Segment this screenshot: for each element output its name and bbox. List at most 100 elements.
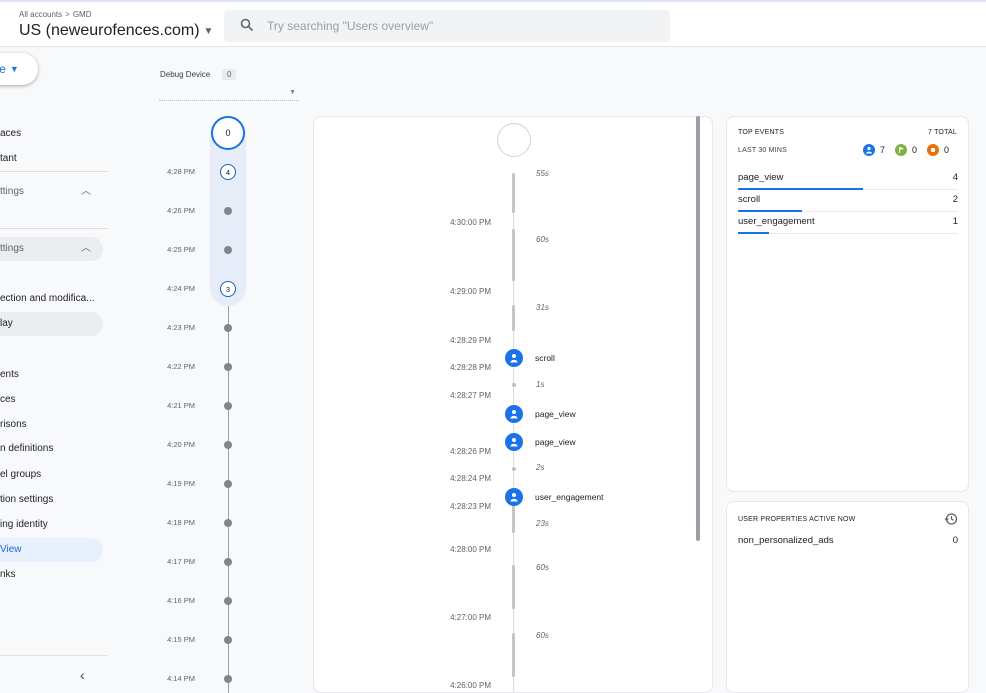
minute-row[interactable]: 4:23 PM [150,321,240,335]
seconds-top-circle[interactable] [497,123,531,157]
minute-dot[interactable] [224,207,232,215]
minute-count-bubble[interactable]: 4 [220,164,236,180]
minute-row[interactable]: 4:22 PM [150,360,240,374]
event-name-label[interactable]: page_view [535,409,576,419]
top-events-period: LAST 30 MINS [738,147,787,154]
minute-dot[interactable] [224,480,232,488]
seconds-duration-label: 55s [536,169,549,178]
event-bubble-icon[interactable] [505,349,523,367]
nav-item-reporting-identity[interactable]: ing identity [0,513,103,537]
top-event-row[interactable]: page_view 4 [738,168,958,190]
minute-row[interactable]: 4:17 PM [150,555,240,569]
minute-dot[interactable] [224,597,232,605]
minute-row[interactable]: 4:25 PM [150,243,240,257]
nav-section-property-settings[interactable]: ttings︿ [0,180,103,204]
minute-row[interactable]: 4:16 PM [150,594,240,608]
minute-dot[interactable] [224,558,232,566]
seconds-stream-scrollbar[interactable] [696,116,700,541]
debug-device-count: 0 [222,69,237,80]
errors-count[interactable]: 0 [926,144,949,156]
chevron-up-icon: ︿ [81,243,91,254]
nav-item-events[interactable]: ents [0,363,103,387]
left-navigation: e ▼ aces tant ttings︿ ttings︿ ection and… [0,47,107,693]
users-count[interactable]: 7 [862,144,885,156]
property-name: US (neweurofences.com) [19,22,200,39]
history-icon[interactable] [944,512,958,531]
nav-item-audiences-2[interactable]: ces [0,388,103,412]
top-event-row[interactable]: scroll 2 [738,190,958,212]
minute-time: 4:18 PM [167,518,195,527]
minute-row[interactable]: 4:14 PM [150,672,240,686]
conversions-count[interactable]: 0 [894,144,917,156]
seconds-time-label: 4:27:00 PM [450,613,491,622]
nav-item-channel-groups[interactable]: el groups [0,463,103,487]
nav-item-product-links[interactable]: nks [0,563,103,587]
seconds-gap-dot [512,467,516,471]
nav-item-label: ces [0,394,16,405]
minute-row[interactable]: 4:20 PM [150,438,240,452]
seconds-duration-label: 1s [536,380,545,389]
nav-item-debugview[interactable]: View [0,538,103,562]
seconds-time-label: 4:28:23 PM [450,502,491,511]
property-selector[interactable]: US (neweurofences.com) ▼ [19,22,213,40]
nav-item-comparisons[interactable]: risons [0,413,103,437]
debug-device-select[interactable]: ▼ [159,84,299,101]
seconds-stream-track [513,173,514,692]
search-input[interactable] [267,19,647,33]
top-event-name: user_engagement [738,216,815,227]
create-button[interactable]: e ▼ [0,53,38,85]
user-properties-card: USER PROPERTIES ACTIVE NOW non_personali… [726,501,969,693]
nav-item-assistant[interactable]: tant [0,147,103,171]
top-event-name: page_view [738,172,784,183]
top-event-bar [738,232,769,234]
collapse-nav-icon[interactable]: ‹ [80,667,85,683]
event-bubble-icon[interactable] [505,433,523,451]
nav-item-audiences[interactable]: aces [0,122,103,146]
breadcrumb-account-gmd[interactable]: GMD [72,10,92,19]
event-bubble-icon[interactable] [505,405,523,423]
nav-item-label: ents [0,369,19,380]
minutes-top-bubble[interactable]: 0 [211,116,245,150]
nav-item-custom-definitions[interactable]: n definitions [0,437,103,461]
minute-time: 4:25 PM [167,245,195,254]
minute-row[interactable]: 4:18 PM [150,516,240,530]
minute-dot[interactable] [224,363,232,371]
event-name-label[interactable]: user_engagement [535,492,604,502]
breadcrumb-accounts[interactable]: All accounts [19,10,63,19]
minute-dot[interactable] [224,402,232,410]
nav-item-label: aces [0,128,22,139]
top-event-row[interactable]: user_engagement 1 [738,212,958,234]
seconds-duration-bar [512,305,515,331]
seconds-time-label: 4:28:24 PM [450,474,491,483]
minute-time: 4:15 PM [167,635,195,644]
nav-section-label: ttings [0,186,24,197]
minute-dot[interactable] [224,636,232,644]
nav-item-attribution-settings[interactable]: tion settings [0,488,103,512]
nav-item-data-collection[interactable]: ection and modifica... [0,287,103,311]
seconds-duration-bar [512,173,515,213]
minute-row[interactable]: 4:21 PM [150,399,240,413]
user-property-row[interactable]: non_personalized_ads 0 [738,535,958,551]
minute-row[interactable]: 4:15 PM [150,633,240,647]
minute-dot[interactable] [224,675,232,683]
minute-dot[interactable] [224,324,232,332]
minute-row[interactable]: 4:19 PM [150,477,240,491]
minute-dot[interactable] [224,246,232,254]
search-bar[interactable] [224,10,670,42]
event-name-label[interactable]: scroll [535,353,555,363]
nav-section-data-settings[interactable]: ttings︿ [0,237,103,261]
nav-item-data-display[interactable]: lay [0,312,103,336]
event-name-label[interactable]: page_view [535,437,576,447]
user-property-value: 0 [952,535,958,546]
event-bubble-icon[interactable] [505,488,523,506]
top-event-value: 2 [952,194,958,205]
minute-dot[interactable] [224,441,232,449]
nav-item-label: View [0,544,22,555]
nav-divider [0,228,107,229]
minute-count-bubble[interactable]: 3 [220,281,236,297]
minute-row[interactable]: 4:26 PM [150,204,240,218]
nav-item-label: tant [0,153,17,164]
minute-dot[interactable] [224,519,232,527]
